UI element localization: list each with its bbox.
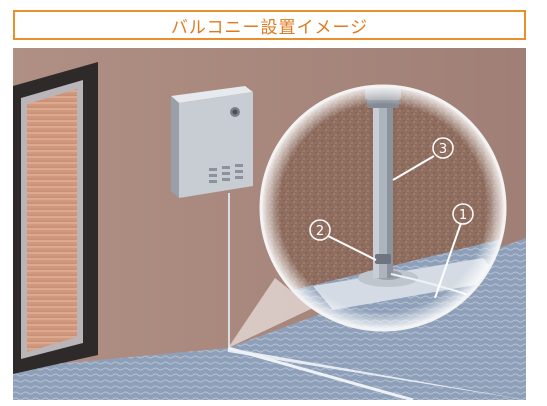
page-title: バルコニー設置イメージ xyxy=(170,17,369,38)
callout-leaders xyxy=(327,155,462,299)
floor-edge-line xyxy=(228,348,526,400)
svg-text:1: 1 xyxy=(459,208,467,223)
svg-text:3: 3 xyxy=(439,142,447,157)
control-box xyxy=(171,86,253,348)
callout-1: 1 xyxy=(452,203,474,225)
balcony-installation-illustration: 3 2 1 xyxy=(13,48,526,400)
magnifier-cone xyxy=(228,278,313,348)
svg-text:2: 2 xyxy=(316,224,324,239)
callout-3: 3 xyxy=(432,137,454,159)
callout-2: 2 xyxy=(309,219,331,241)
window-frame xyxy=(13,62,98,374)
balcony-floor xyxy=(13,238,526,400)
title-banner: バルコニー設置イメージ xyxy=(13,10,526,40)
